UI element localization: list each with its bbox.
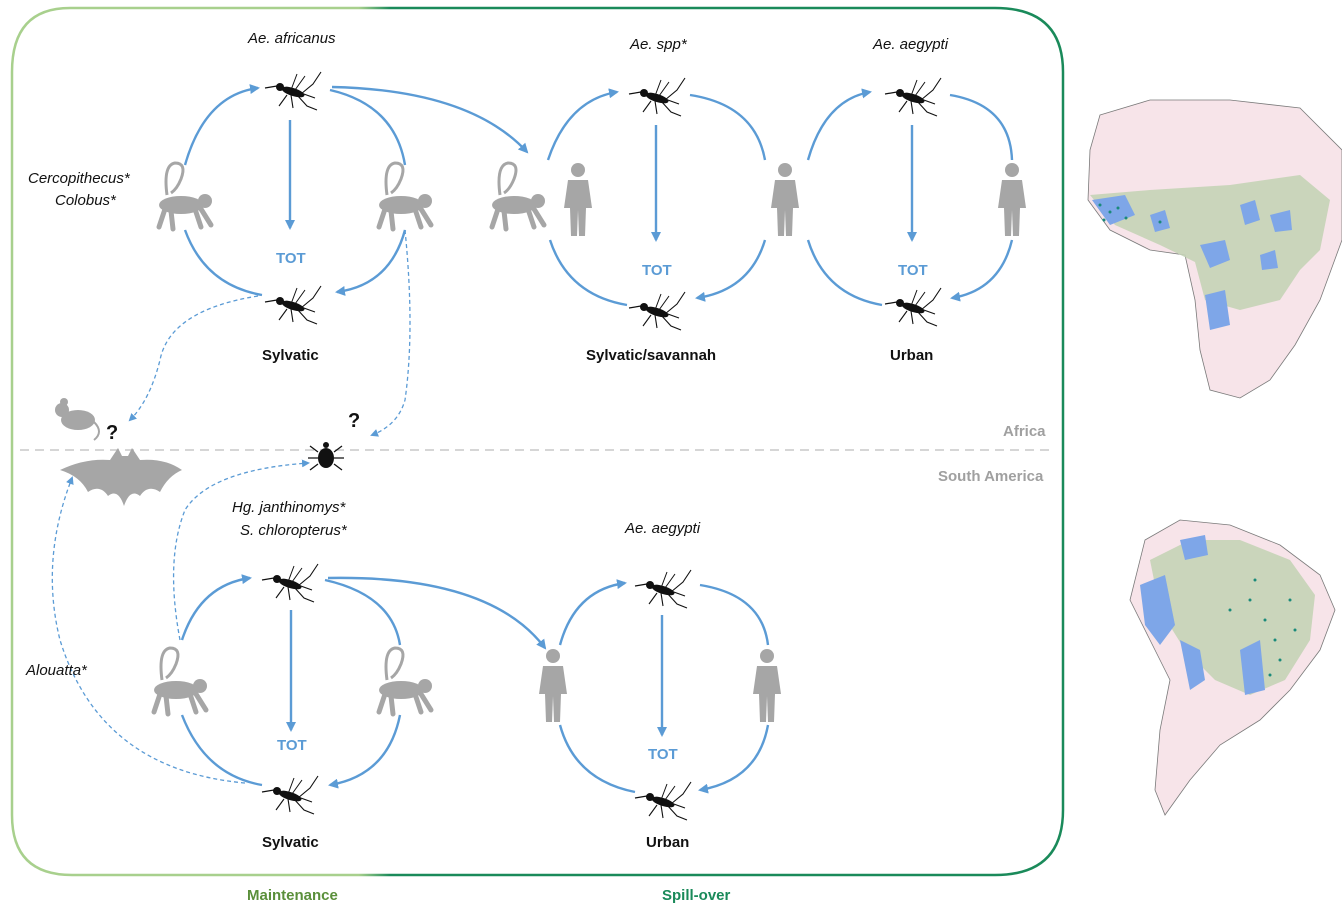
tot-label: TOT bbox=[277, 737, 307, 754]
mosquito-icon bbox=[628, 291, 686, 331]
bat-icon bbox=[60, 448, 182, 506]
africa-urban-vector-label: Ae. aegypti bbox=[873, 36, 949, 53]
africa-savannah-cycle bbox=[546, 88, 767, 307]
sa-sylvatic-vector-label-1: Hg. janthinomys* bbox=[232, 499, 346, 516]
rodent-icon bbox=[55, 398, 100, 441]
human-icon bbox=[539, 649, 567, 722]
africa-urban-cycle-label: Urban bbox=[890, 347, 934, 364]
human-icon bbox=[998, 163, 1026, 236]
mosquito-icon bbox=[884, 77, 942, 117]
region-label-south-america: South America bbox=[938, 468, 1044, 485]
mosquito-icon bbox=[261, 775, 319, 815]
sa-sylvatic-cycle bbox=[180, 574, 547, 789]
monkey-icon bbox=[154, 648, 207, 714]
mosquito-icon bbox=[634, 781, 692, 821]
africa-sylvatic-vector-label: Ae. africanus bbox=[248, 30, 336, 47]
africa-host-label-2: Colobus* bbox=[55, 192, 116, 209]
tick-icon bbox=[308, 442, 344, 471]
africa-sylvatic-cycle-label: Sylvatic bbox=[262, 347, 319, 364]
mosquito-icon bbox=[264, 285, 322, 325]
africa-savannah-cycle-label: Sylvatic/savannah bbox=[586, 347, 717, 364]
tot-label: TOT bbox=[898, 262, 928, 279]
mosquito-icon bbox=[628, 77, 686, 117]
maintenance-spillover-frame bbox=[10, 6, 1065, 877]
sa-urban-cycle-label: Urban bbox=[646, 834, 690, 851]
mosquito-icon bbox=[261, 563, 319, 603]
monkey-icon bbox=[379, 163, 432, 229]
monkey-icon bbox=[159, 163, 212, 229]
africa-sylvatic-cycle bbox=[183, 84, 529, 297]
south-america-map-icon bbox=[1129, 519, 1336, 816]
mosquito-icon bbox=[264, 71, 322, 111]
unknown-marker: ? bbox=[106, 422, 119, 444]
tot-label: TOT bbox=[276, 250, 306, 267]
africa-map-icon bbox=[1087, 99, 1342, 399]
africa-urban-cycle bbox=[806, 88, 1014, 307]
monkey-icon bbox=[379, 648, 432, 714]
mosquito-icon bbox=[634, 569, 692, 609]
sa-sylvatic-vector-label-2: S. chloropterus* bbox=[240, 522, 347, 539]
monkey-icon bbox=[492, 163, 545, 229]
africa-host-label-1: Cercopithecus* bbox=[28, 170, 130, 187]
mosquito-icon bbox=[884, 287, 942, 327]
sa-urban-vector-label: Ae. aegypti bbox=[625, 520, 701, 537]
human-icon bbox=[771, 163, 799, 236]
tot-label: TOT bbox=[648, 746, 678, 763]
sa-host-label: Alouatta* bbox=[26, 662, 87, 679]
sa-sylvatic-cycle-label: Sylvatic bbox=[262, 834, 319, 851]
unknown-host-links bbox=[51, 229, 411, 784]
sa-urban-cycle bbox=[558, 579, 770, 794]
tot-label: TOT bbox=[642, 262, 672, 279]
maintenance-label: Maintenance bbox=[247, 887, 338, 904]
africa-savannah-vector-label: Ae. spp* bbox=[630, 36, 687, 53]
unknown-marker: ? bbox=[348, 410, 361, 432]
region-label-africa: Africa bbox=[1003, 423, 1046, 440]
human-icon bbox=[564, 163, 592, 236]
human-icon bbox=[753, 649, 781, 722]
spillover-label: Spill-over bbox=[662, 887, 731, 904]
